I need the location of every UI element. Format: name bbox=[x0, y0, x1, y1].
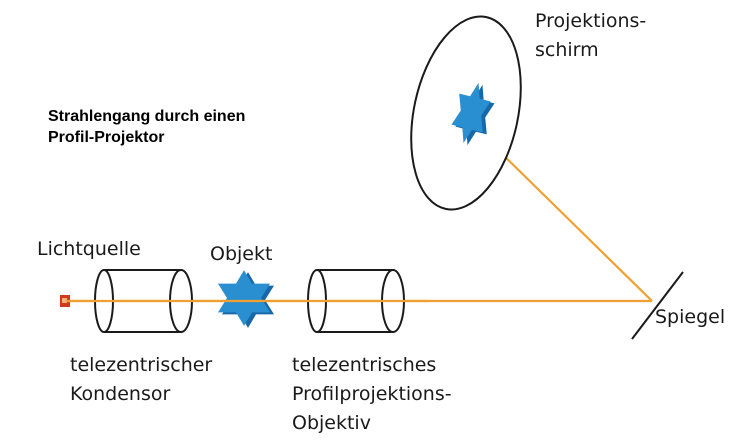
projection-screen-label-line-2: schirm bbox=[535, 39, 599, 61]
objective-label-line-3: Objektiv bbox=[292, 412, 371, 434]
diagram-title-line-1: Strahlengang durch einen bbox=[48, 108, 246, 125]
projection-screen-label-line-1: Projektions- bbox=[535, 10, 647, 32]
light-source-icon bbox=[60, 295, 70, 307]
objective-label: telezentrisches Profilprojektions- Objek… bbox=[292, 351, 452, 438]
projected-image-star-icon bbox=[451, 82, 495, 146]
condenser-label-line-2: Kondensor bbox=[70, 383, 171, 405]
projection-screen-label: Projektions- schirm bbox=[535, 7, 646, 65]
condenser-lens bbox=[94, 269, 193, 333]
condenser-label: telezentrischer Kondensor bbox=[70, 351, 212, 409]
object-label: Objekt bbox=[210, 243, 273, 265]
objective-label-line-1: telezentrisches bbox=[292, 354, 437, 376]
diagram-title: Strahlengang durch einen Profil-Projekto… bbox=[48, 106, 245, 148]
object-star-icon bbox=[218, 270, 274, 328]
diagram-title-line-2: Profil-Projektor bbox=[48, 129, 165, 146]
light-beam-reflected bbox=[495, 147, 653, 302]
objective-label-line-2: Profilprojektions- bbox=[292, 383, 452, 405]
condenser-label-line-1: telezentrischer bbox=[70, 354, 213, 376]
mirror-label: Spiegel bbox=[655, 306, 726, 328]
light-source-label: Lichtquelle bbox=[37, 238, 141, 260]
mirror bbox=[631, 271, 684, 340]
objective-lens bbox=[307, 269, 405, 333]
